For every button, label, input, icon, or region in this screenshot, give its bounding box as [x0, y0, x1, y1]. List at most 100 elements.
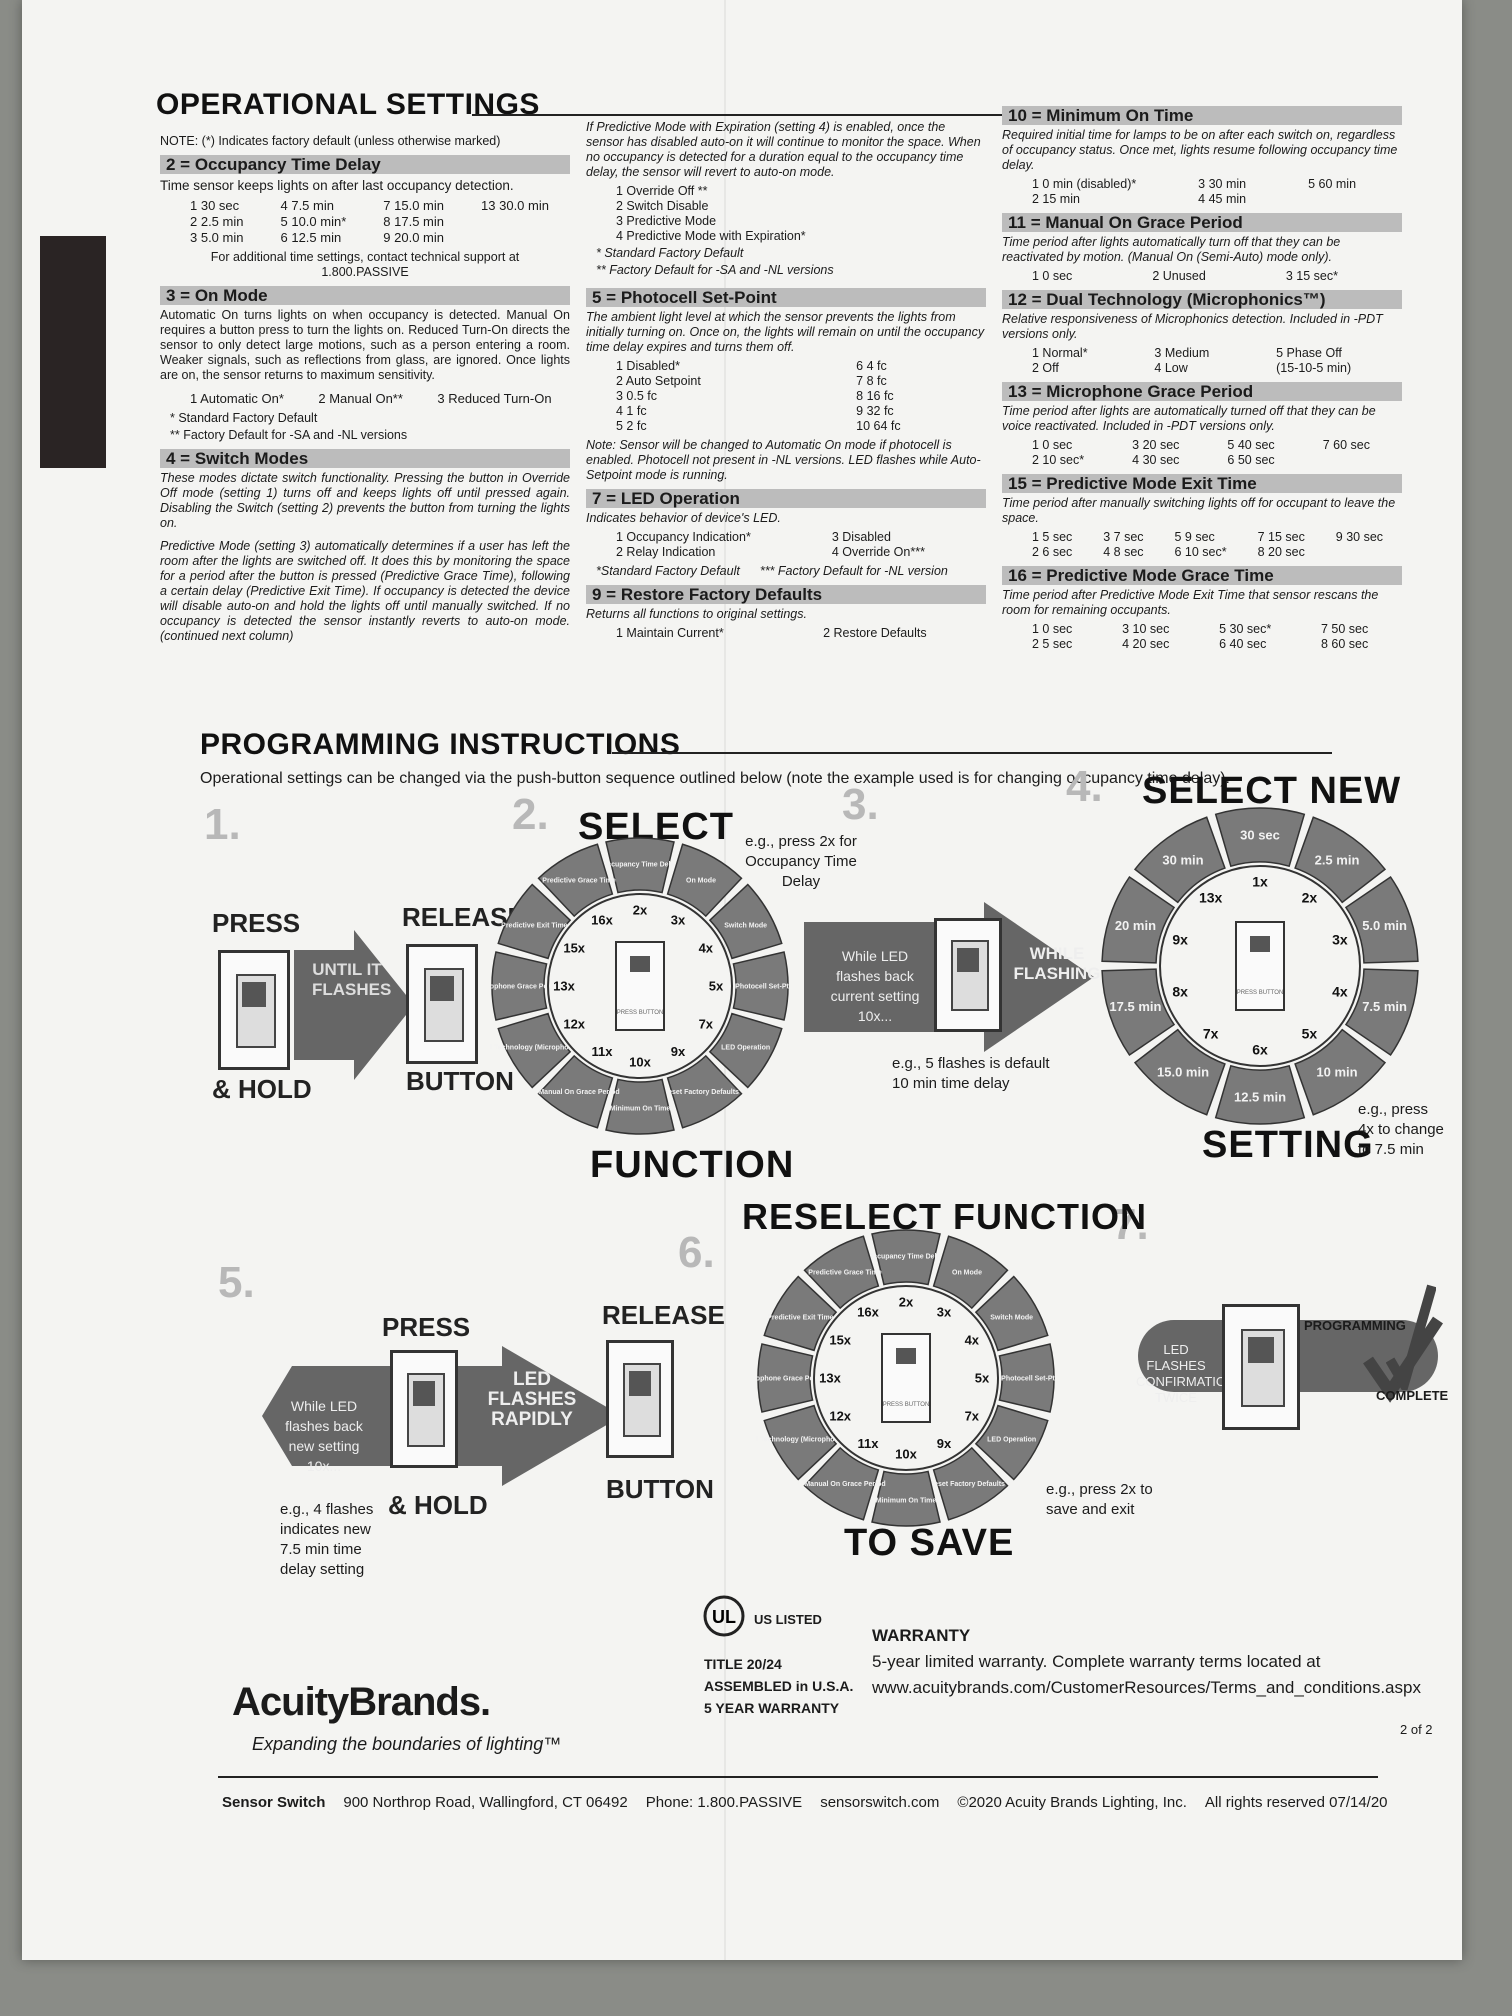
- s16-desc: Time period after Predictive Mode Exit T…: [1002, 588, 1379, 617]
- option: 2 Auto Setpoint: [616, 374, 701, 388]
- wheel-segment-label: 20 min: [1115, 918, 1156, 933]
- press-count-label: 5x: [709, 978, 724, 993]
- wheel-segment-label: Reset Factory Defaults: [929, 1481, 1005, 1488]
- option: 5 9 sec: [1174, 530, 1215, 544]
- wheel-segment-label: Manual On Grace Period: [804, 1481, 885, 1488]
- wheel-segment: [763, 1404, 838, 1481]
- to-save-label: TO SAVE: [844, 1522, 1015, 1564]
- wheel-segment: [1294, 816, 1387, 904]
- press-count-label: 2x: [633, 902, 648, 917]
- wheel-segment: [537, 1054, 614, 1129]
- option: [1308, 192, 1402, 207]
- footer-bar: Sensor Switch 900 Northrop Road, Walling…: [222, 1794, 1388, 1811]
- s10-desc: Required initial time for lamps to be on…: [1002, 128, 1398, 172]
- press-count-label: 9x: [671, 1044, 686, 1059]
- wheel-segment-label: Occupancy Time Delay: [602, 861, 679, 868]
- company-name: Sensor Switch: [222, 1794, 326, 1811]
- press-count-label: 7x: [699, 1016, 714, 1031]
- wheel-segment-label: Manual On Grace Period: [538, 1089, 619, 1096]
- press-count-label: 13x: [819, 1370, 841, 1385]
- wheel-segment: [491, 951, 548, 1021]
- option: 1 0 sec: [1032, 622, 1073, 636]
- wheel-segment-label: Predictive Exit Time: [767, 1314, 834, 1321]
- wheel-segment: [605, 1078, 675, 1135]
- option: [481, 230, 570, 246]
- wheel-segment: [537, 843, 614, 918]
- assembled-usa: ASSEMBLED in U.S.A.: [704, 1678, 854, 1694]
- option: 7 8 fc: [856, 374, 887, 388]
- wheel-segment: [1214, 1064, 1306, 1125]
- press-count-label: 9x: [1172, 932, 1188, 948]
- press-count-label: 5x: [1302, 1026, 1318, 1042]
- step3-caption: e.g., 5 flashes is default 10 min time d…: [892, 1055, 1050, 1092]
- while-led-new: While LED flashes back new setting 10x..…: [285, 1398, 363, 1474]
- wheel-segment-label: 12.5 min: [1234, 1089, 1286, 1104]
- center-switch: [615, 941, 665, 1031]
- option: 2 10 sec*: [1032, 453, 1085, 467]
- wheel-segment-label: Predictive Grace Time: [542, 878, 616, 885]
- wheel-segment-label: LED Operation: [987, 1436, 1036, 1443]
- s11-desc: Time period after lights automatically t…: [1002, 235, 1341, 264]
- s9-heading: 9 = Restore Factory Defaults: [586, 585, 986, 604]
- option: 1 Automatic On*: [190, 391, 284, 406]
- reselect-function-label: RESELECT FUNCTION: [742, 1196, 1148, 1237]
- wheel-segment: [1133, 816, 1226, 904]
- option: 4 7.5 min: [280, 198, 334, 213]
- setting-label: SETTING: [1202, 1124, 1374, 1166]
- wheel-segment: [803, 1235, 880, 1310]
- wheel-segment: [1133, 1028, 1226, 1116]
- step-2-number: 2.: [512, 790, 549, 839]
- tagline: Expanding the boundaries of lighting™: [252, 1734, 562, 1754]
- center-switch-button: [896, 1348, 916, 1364]
- wheel-segment-label: Dual Technology (Microphonics™): [756, 1436, 858, 1443]
- s9-desc: Returns all functions to original settin…: [586, 607, 807, 621]
- button-label: BUTTON: [606, 1474, 714, 1504]
- option: 7 15 sec: [1257, 530, 1305, 544]
- wheel-segment-label: 30 sec: [1240, 827, 1280, 842]
- option: 4 8 sec: [1103, 545, 1144, 559]
- wheel-segment-label: 30 min: [1162, 852, 1203, 867]
- led-flashes-rapidly: LED FLASHES RAPIDLY: [487, 1369, 577, 1430]
- settings-column-3: 10 = Minimum On Time Required initial ti…: [1002, 100, 1402, 656]
- press-count-label: 2x: [1302, 890, 1318, 906]
- site-link[interactable]: sensorswitch.com: [820, 1794, 940, 1811]
- press-count-label: 15x: [563, 940, 585, 955]
- option: 5 2 fc: [616, 419, 647, 433]
- while-led-current: While LED flashes back current setting 1…: [830, 948, 920, 1024]
- wheel-segment: [1101, 968, 1176, 1057]
- step5-caption: e.g., 4 flashes indicates new 7.5 min ti…: [280, 1501, 374, 1578]
- option: 2 Restore Defaults: [823, 626, 927, 640]
- wheel-segment: [803, 1446, 880, 1521]
- wheel-segment-label: LED Operation: [721, 1044, 770, 1051]
- step6-caption: e.g., press 2x to save and exit: [1046, 1481, 1153, 1518]
- option: 10 64 fc: [856, 419, 901, 433]
- s3-options: 1 Automatic On*2 Manual On**3 Reduced Tu…: [190, 391, 570, 407]
- s5-desc: The ambient light level at which the sen…: [586, 310, 985, 354]
- option: 2 5 sec: [1032, 637, 1073, 651]
- press-count-label: 4x: [965, 1332, 980, 1347]
- black-tab: [40, 236, 106, 468]
- wheel-segment-label: Minimum On Time: [876, 1497, 937, 1504]
- step2-caption: e.g., press 2x for Occupancy Time Delay: [745, 833, 857, 890]
- option: 6 40 sec: [1219, 637, 1267, 651]
- wheel-segment: [1344, 875, 1419, 964]
- wheel-segment: [1294, 1028, 1387, 1116]
- option: 1 Maintain Current*: [616, 626, 724, 640]
- wheel-segment: [1344, 968, 1419, 1057]
- s15-desc: Time period after manually switching lig…: [1002, 496, 1396, 525]
- warranty-url-link[interactable]: www.acuitybrands.com/CustomerResources/T…: [872, 1678, 1421, 1697]
- option: [481, 214, 570, 230]
- until-flashes-label: UNTIL IT FLASHES: [312, 960, 392, 999]
- press-count-label: 16x: [591, 913, 613, 928]
- option: 3 Medium: [1154, 346, 1210, 360]
- complete-label: COMPLETE: [1376, 1388, 1449, 1403]
- wheel-segment-label: Switch Mode: [724, 922, 767, 929]
- option: 6 10 sec*: [1174, 545, 1227, 559]
- s3-footnote-2: ** Factory Default for -SA and -NL versi…: [170, 428, 408, 442]
- footer-rule: [218, 1776, 1378, 1778]
- address: 900 Northrop Road, Wallingford, CT 06492: [343, 1794, 628, 1811]
